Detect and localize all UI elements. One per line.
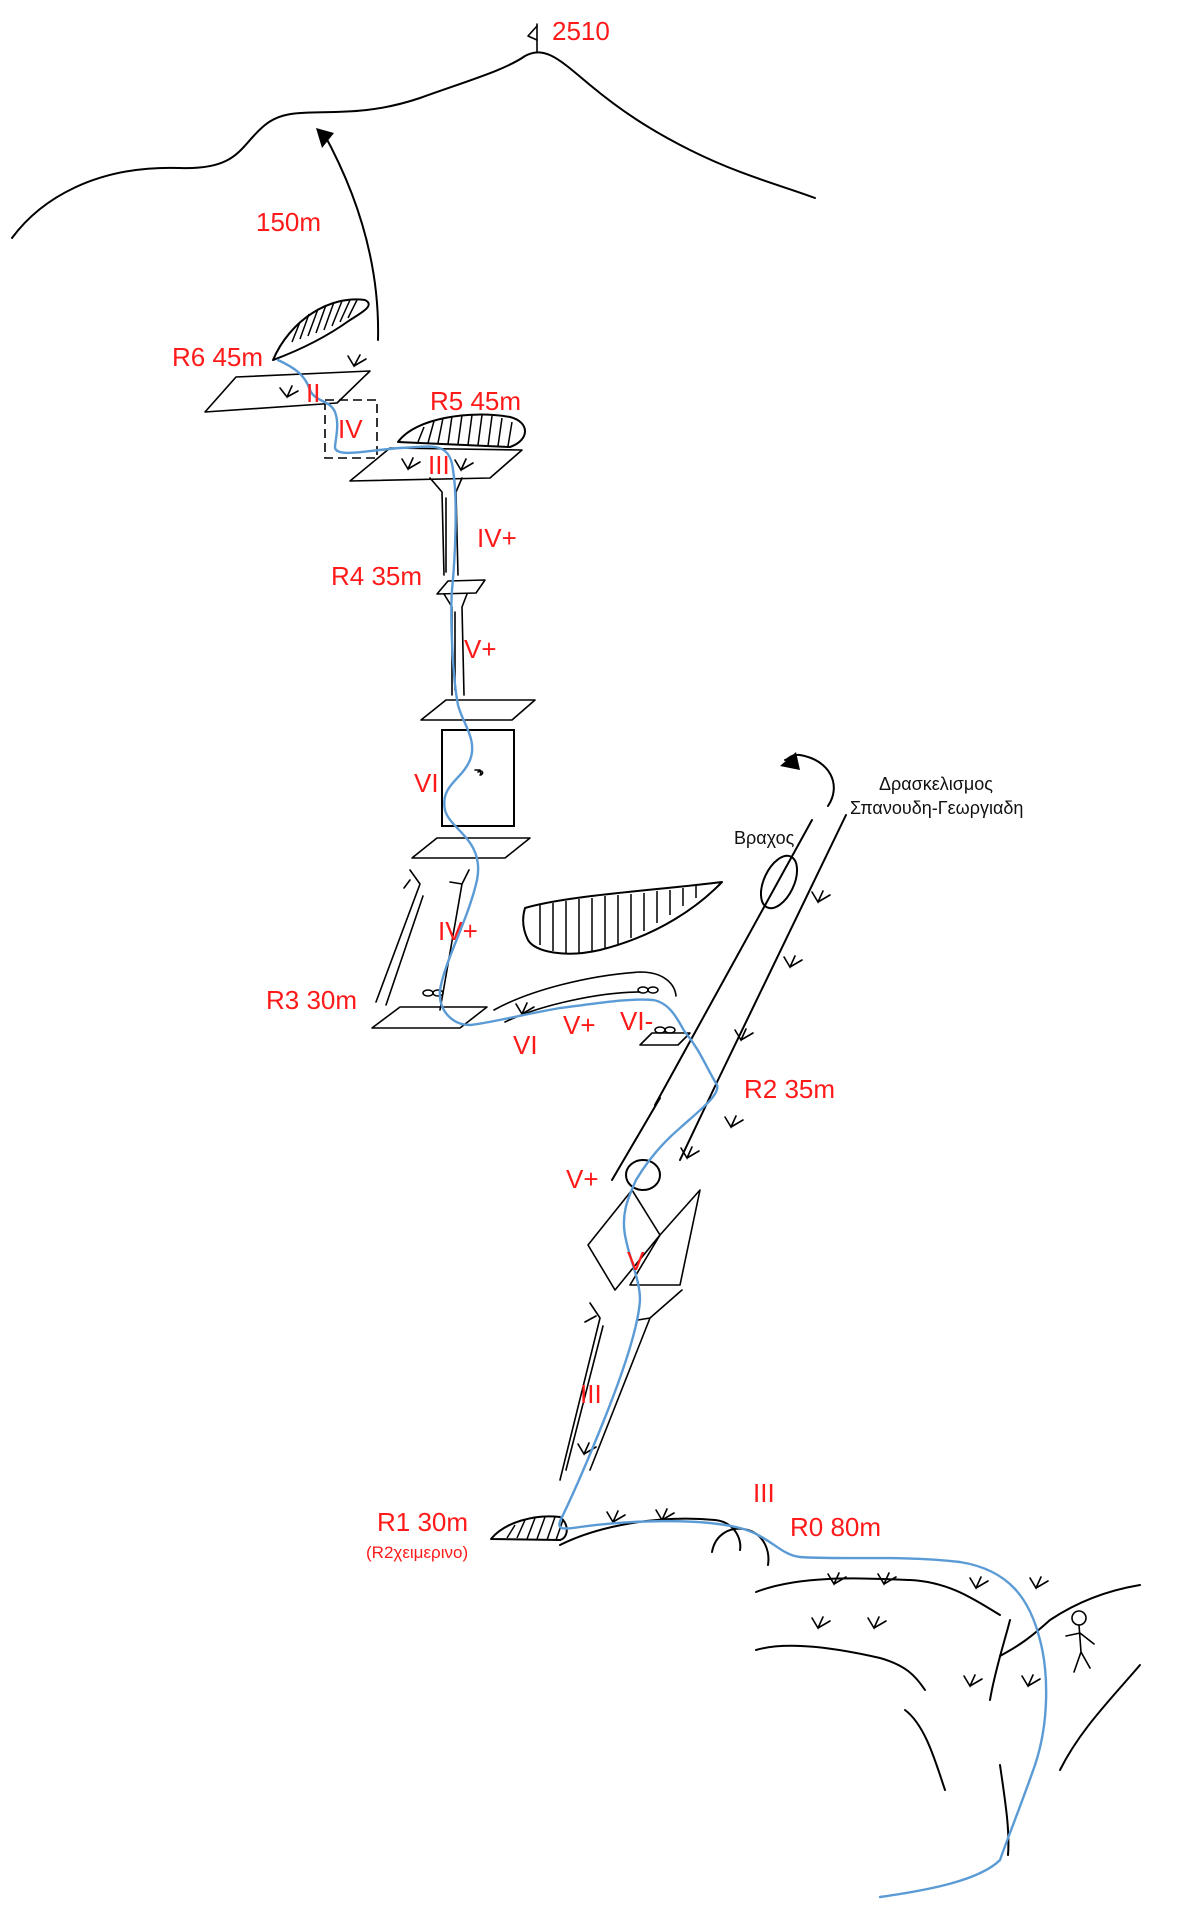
grade-vi-top: VI [414, 768, 439, 798]
vi-bottom-ledge [411, 837, 531, 859]
traverse-band [493, 971, 677, 1011]
v-boulder [625, 1159, 661, 1191]
right-couloir-right-edge [679, 814, 847, 1161]
descent-name-line2: Σπανουδη-Γεωργιαδη [850, 798, 1023, 818]
belay-r3-label: R3 30m [266, 985, 357, 1015]
r1-overhang [490, 1515, 568, 1541]
r5-ledge [349, 447, 523, 482]
bolt-icon [637, 986, 649, 994]
base-slope-line [559, 1517, 742, 1551]
bolt-icon [647, 986, 659, 994]
bolt-icon [422, 989, 434, 997]
roof-overhang [522, 881, 723, 955]
r6-overhang [272, 298, 370, 361]
belay-r2-label: R2 35m [744, 1074, 835, 1104]
vi-wall-block [441, 729, 515, 827]
grade-vplus-low: V+ [566, 1164, 599, 1194]
grass-icon [734, 1028, 754, 1042]
descent-arrow-line [784, 753, 835, 807]
grass-icon [454, 458, 474, 472]
rock-boulder [759, 854, 799, 910]
terrain-line-3 [999, 1584, 1141, 1657]
belay-r1-note: (R2χειμερινο) [366, 1543, 468, 1562]
belay-r6-label: R6 45m [172, 342, 263, 372]
grade-ivplus-top: IV+ [477, 523, 517, 553]
lower-dihedral-left [559, 1302, 601, 1481]
grass-icon [811, 890, 831, 904]
grass-icon [963, 1674, 983, 1688]
terrain-line-6 [1059, 1664, 1141, 1771]
grass-icon [347, 354, 367, 368]
grass-icon [969, 1576, 989, 1590]
bolt-icon [432, 989, 444, 997]
grade-vplus-top: V+ [464, 634, 497, 664]
r4-ledge [436, 579, 486, 595]
dihedral-mid [375, 869, 421, 1003]
descent-name-line1: Δρασκελισμος [879, 774, 993, 794]
exit-arrow-line [322, 131, 380, 341]
grass-icon [401, 457, 421, 471]
grass-icon [606, 1510, 626, 1524]
exit-arrowhead-icon [316, 128, 334, 148]
grass-icon [783, 955, 803, 969]
terrain-line-1 [755, 1577, 1001, 1616]
grass-icon [867, 1616, 887, 1630]
terrain-line-4 [989, 1619, 1011, 1701]
viminus-ledge [639, 1032, 691, 1046]
r5-overhang [397, 413, 526, 448]
grass-icon [827, 1572, 847, 1586]
grass-icon [1029, 1576, 1049, 1590]
lower-dihedral-right [589, 1289, 683, 1471]
approach-length: 150m [256, 207, 321, 237]
grade-iv: IV [338, 414, 363, 444]
terrain-line-7 [999, 1764, 1010, 1856]
grade-iii-base: III [753, 1478, 775, 1508]
grass-icon [279, 385, 299, 399]
grade-viminus: VI- [620, 1006, 653, 1036]
summit-ridge-line [11, 51, 816, 239]
grass-icon [811, 1616, 831, 1630]
grade-iii-low: III [580, 1379, 602, 1409]
descent-arrowhead-icon [780, 752, 800, 770]
belay-r4-label: R4 35m [331, 561, 422, 591]
belay-r5-label: R5 45m [430, 386, 521, 416]
belay-r0-label: R0 80m [790, 1512, 881, 1542]
grass-icon [1021, 1674, 1041, 1688]
belay-r1-label: R1 30m [377, 1507, 468, 1537]
climbing-route-line [276, 358, 1048, 1899]
grass-icon [680, 1146, 700, 1160]
r3-ledge [371, 1006, 488, 1029]
iv-dashed-box [324, 399, 378, 459]
summit-flag-icon [527, 23, 538, 53]
vi-top-ledge [420, 699, 536, 721]
grade-vi-traverse: VI [513, 1030, 538, 1060]
grass-icon [515, 1002, 535, 1016]
grass-icon [877, 1572, 897, 1586]
rock-label: Βραχος [734, 828, 795, 848]
grade-ivplus-mid: IV+ [438, 916, 478, 946]
grade-iii-top: III [428, 450, 450, 480]
terrain-line-2 [755, 1644, 926, 1691]
grade-v: V [627, 1246, 645, 1276]
grass-icon [724, 1115, 744, 1129]
grade-ii: II [306, 378, 320, 408]
grass-icon [577, 1442, 597, 1456]
v-block [587, 1189, 661, 1291]
climber-icon [1065, 1610, 1095, 1673]
terrain-line-5 [904, 1709, 946, 1791]
r6-ledge [204, 370, 371, 413]
bolt-icon [654, 1026, 666, 1034]
right-couloir-left-edge [611, 819, 813, 1181]
grade-vplus-traverse: V+ [563, 1010, 596, 1040]
summit-altitude: 2510 [552, 16, 610, 46]
piton-icon [474, 769, 484, 776]
bolt-icon [664, 1026, 676, 1034]
